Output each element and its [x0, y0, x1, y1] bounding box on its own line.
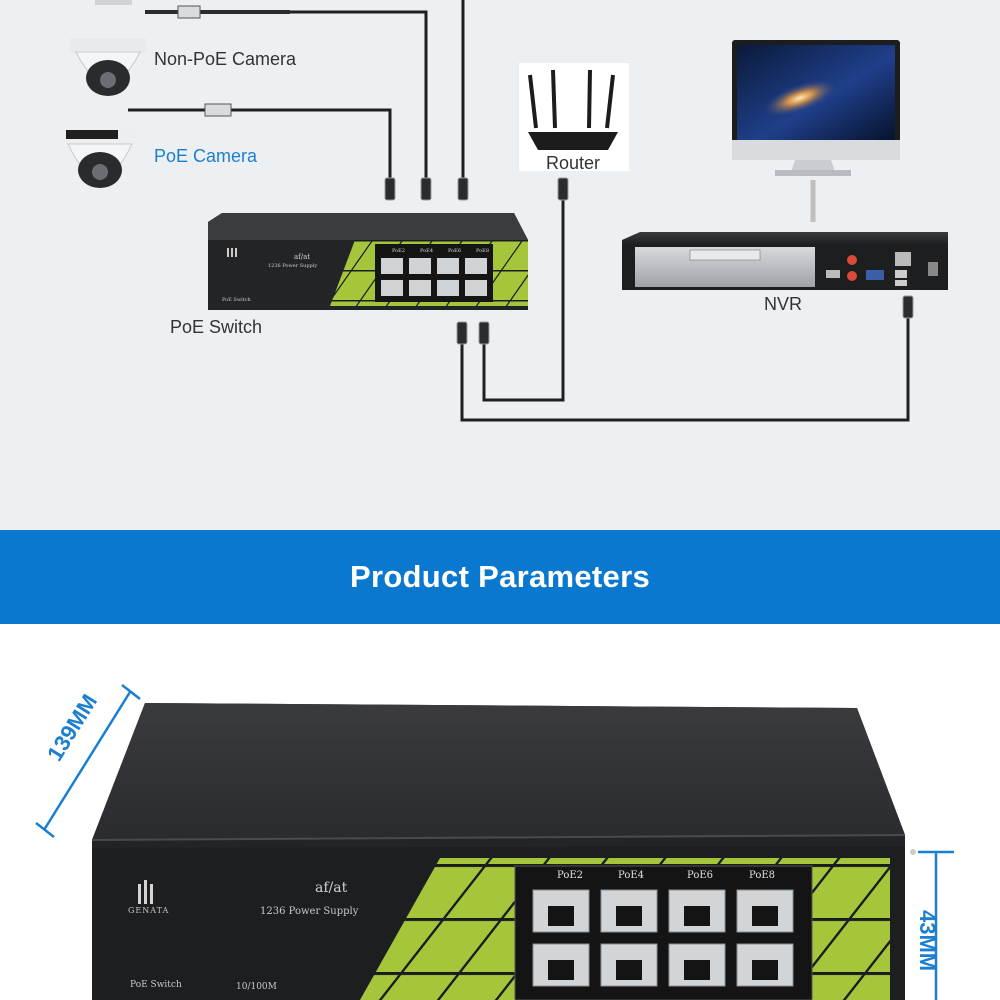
- label-poe-switch: PoE Switch: [170, 317, 263, 337]
- monitor-icon: [732, 40, 900, 176]
- label-non-poe-camera: Non-PoE Camera: [154, 49, 297, 69]
- port-label-poe6: PoE6: [687, 870, 714, 881]
- product-graphics: [35, 684, 954, 1000]
- port-label-poe2: PoE2: [557, 870, 584, 881]
- brand-logo-icon: [138, 880, 153, 904]
- switch-subtitle: 1236 Power Supply: [260, 906, 359, 917]
- dimension-lines: [35, 684, 954, 1000]
- switch-brand: GENATA: [128, 906, 170, 915]
- label-router: Router: [546, 153, 601, 173]
- cable-nvr: [460, 310, 910, 422]
- port-label-poe4: PoE4: [618, 870, 645, 881]
- small-port-label-poe4: PoE4: [420, 248, 434, 254]
- switch-top-panel: [92, 703, 905, 840]
- cable-non-poe-camera: [290, 10, 428, 180]
- small-switch-model: PoE Switch: [222, 297, 251, 303]
- network-diagram: af/at 1236 Power Supply PoE Switch PoE2 …: [0, 0, 1000, 530]
- height-dimension-label: 43MM: [915, 910, 940, 972]
- diagram-graphics: [62, 0, 948, 422]
- small-switch-standard: af/at: [294, 253, 311, 261]
- cable-router: [482, 195, 565, 402]
- rj45-plugs: [384, 177, 914, 345]
- small-switch-subtitle: 1236 Power Supply: [268, 263, 318, 269]
- router-icon: [519, 63, 629, 171]
- depth-dimension-line: [42, 691, 132, 831]
- non-poe-camera-icon: [70, 38, 146, 96]
- cable-poe-camera: [128, 108, 392, 180]
- port-label-poe8: PoE8: [749, 870, 776, 881]
- poe-camera-icon: [62, 128, 138, 188]
- small-poe-switch-icon: [208, 213, 528, 310]
- switch-speed: 10/100M: [236, 982, 277, 992]
- product-section: 139MM 43MM GENATA af/at 1236 Power Suppl…: [0, 624, 1000, 1000]
- label-nvr: NVR: [764, 294, 803, 314]
- small-port-label-poe8: PoE8: [476, 248, 490, 254]
- switch-standard: af/at: [315, 880, 348, 896]
- banner-title: Product Parameters: [349, 559, 651, 594]
- section-banner: Product Parameters: [0, 530, 1000, 624]
- label-poe-camera: PoE Camera: [154, 146, 258, 166]
- small-port-label-poe2: PoE2: [392, 248, 406, 254]
- small-port-label-poe6: PoE6: [448, 248, 462, 254]
- nvr-icon: [622, 232, 948, 290]
- switch-model: PoE Switch: [130, 980, 182, 990]
